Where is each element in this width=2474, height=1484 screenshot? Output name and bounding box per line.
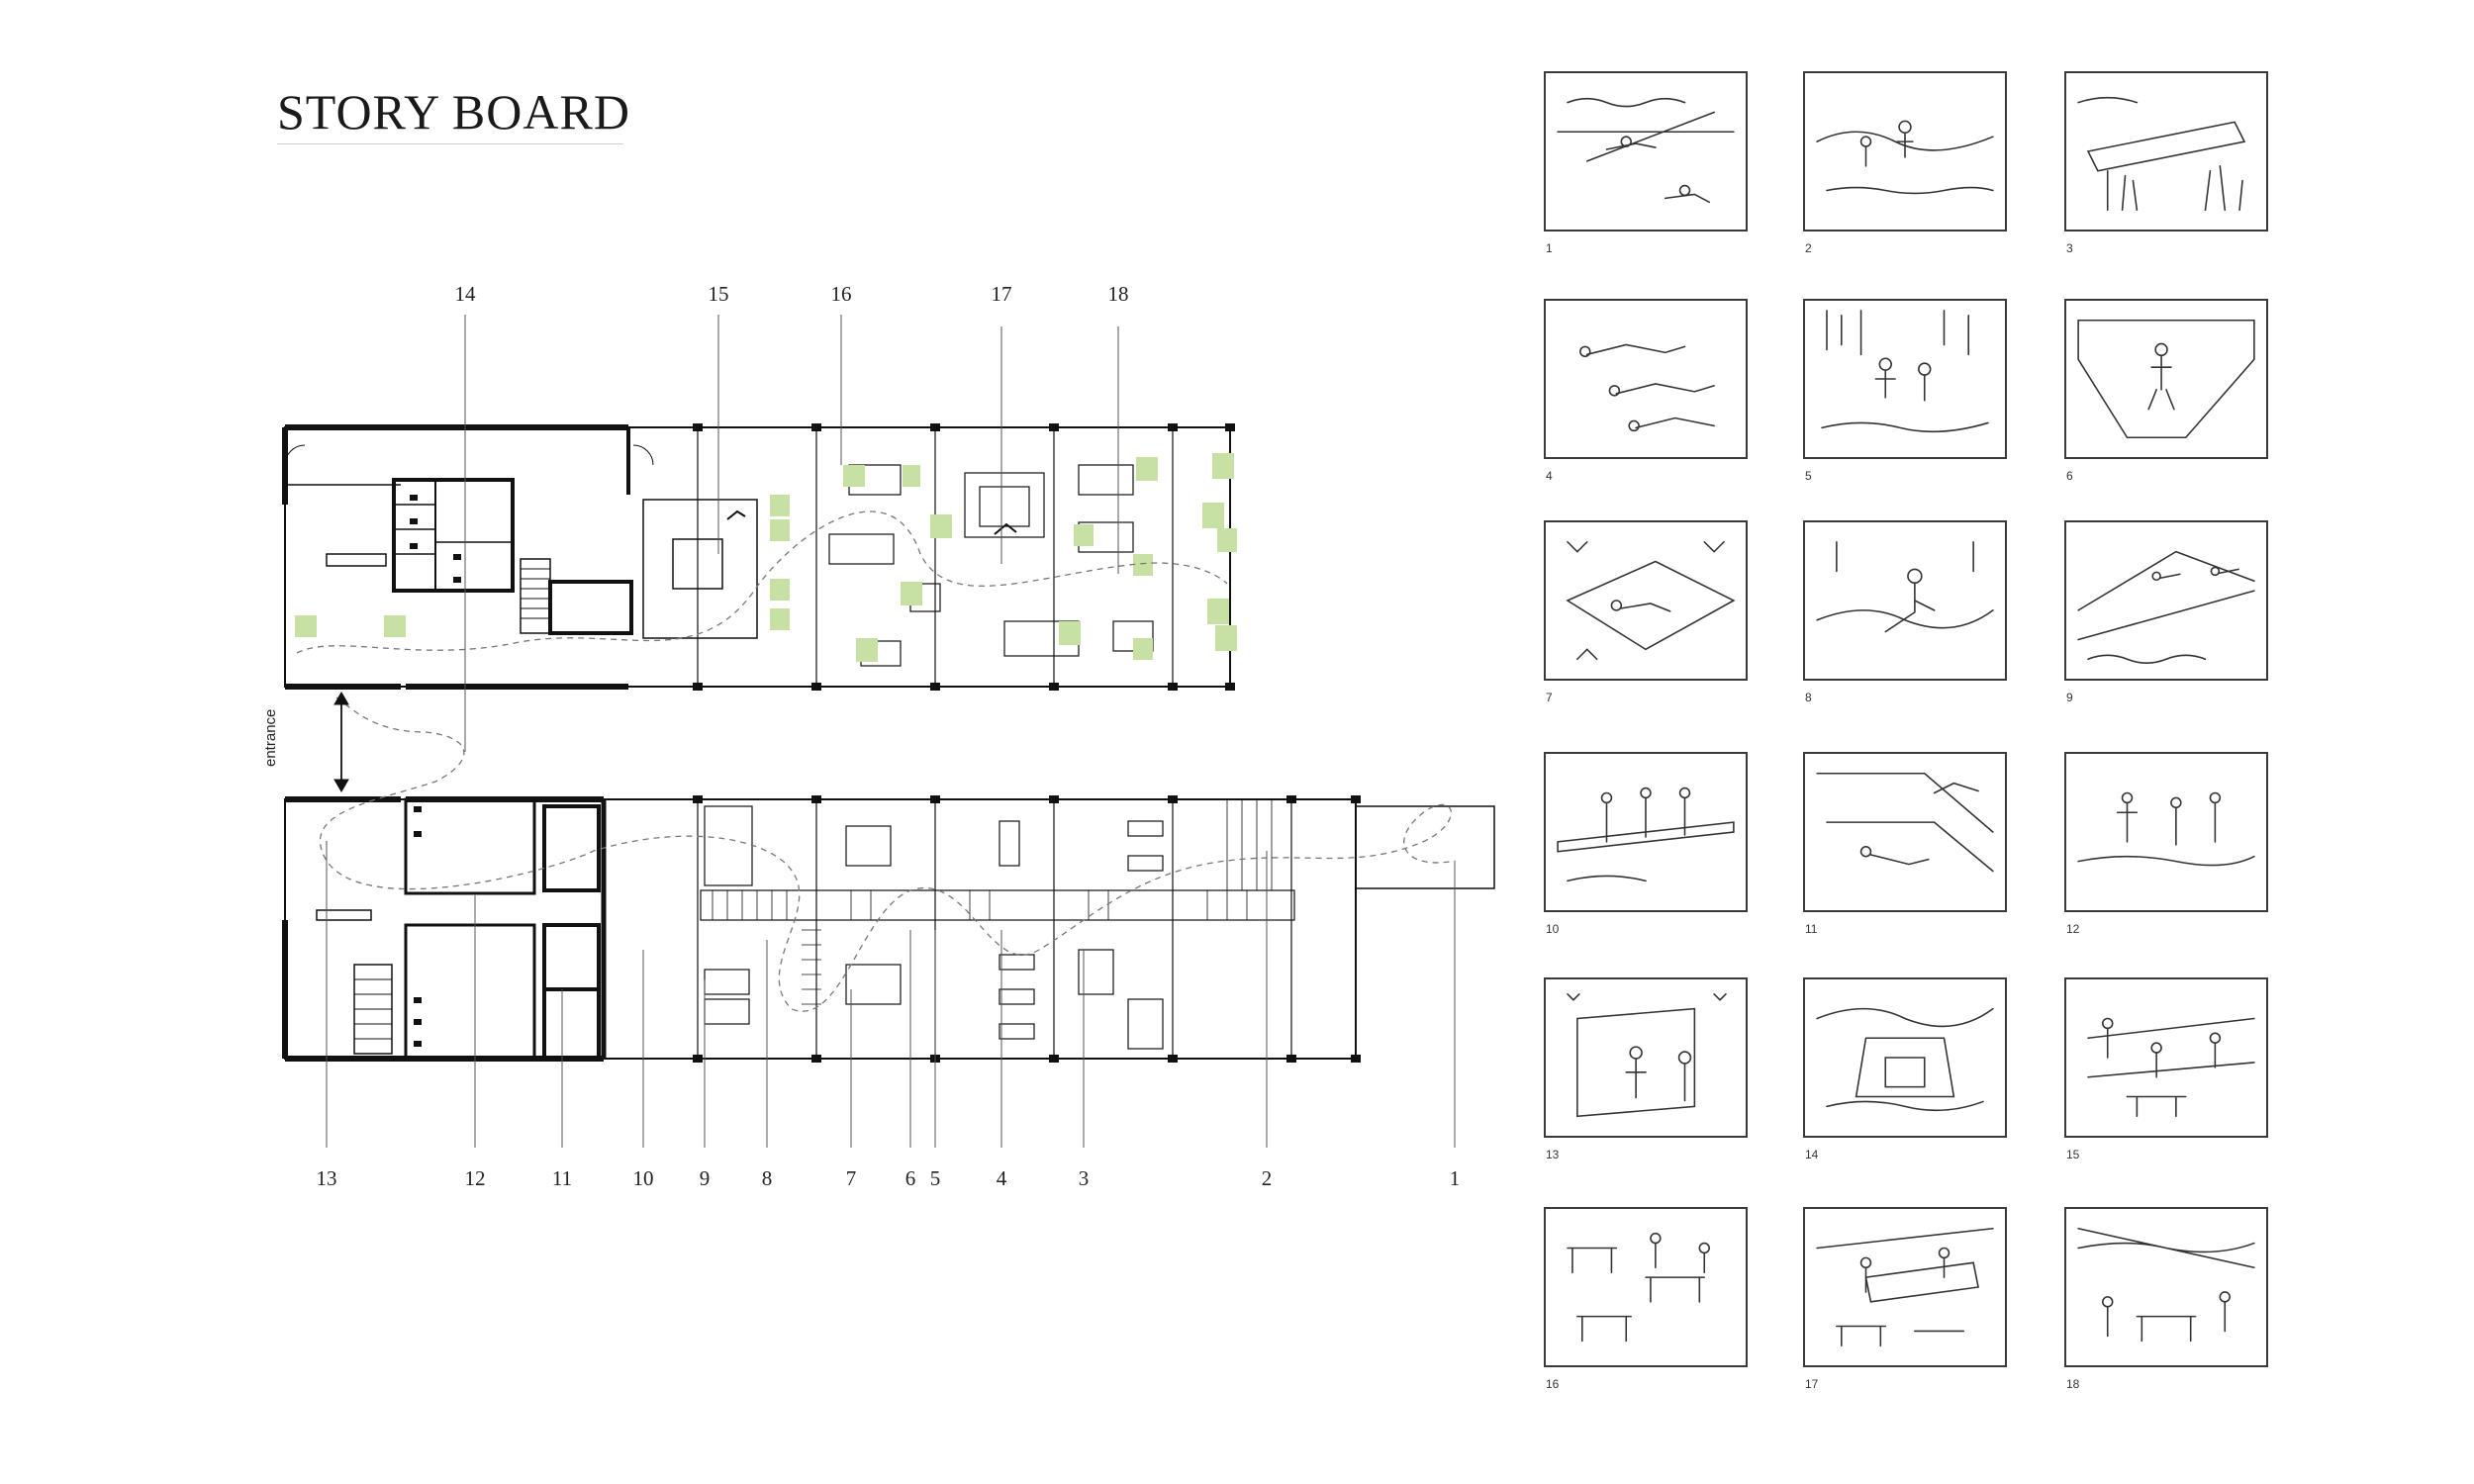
sketch-reclining-steps xyxy=(1816,772,1994,873)
storyboard-frame xyxy=(2064,752,2268,912)
sketch-bar-counter xyxy=(1816,1227,1994,1347)
frame-number: 3 xyxy=(2066,241,2073,255)
callout-number: 9 xyxy=(700,1166,711,1190)
frame-number: 9 xyxy=(2066,691,2073,704)
frame-number: 14 xyxy=(1805,1148,1819,1161)
frame-number: 6 xyxy=(2066,469,2073,483)
sketch-cafe-tables xyxy=(1567,1232,1710,1343)
callout-number: 13 xyxy=(317,1166,337,1190)
storyboard-frame xyxy=(2064,977,2268,1138)
frame-number: 18 xyxy=(2066,1377,2080,1391)
storyboard-frame xyxy=(1803,1207,2007,1367)
sketch-figures-at-wall xyxy=(1567,993,1727,1118)
storyboard-frame xyxy=(2064,71,2268,232)
storyboard-frame xyxy=(1803,752,2007,912)
sketch-dining-group xyxy=(2087,1017,2255,1118)
callout-number: 3 xyxy=(1079,1166,1090,1190)
storyboard-frame xyxy=(1544,299,1748,459)
callout-number: 17 xyxy=(992,282,1012,306)
sketch-framed-landscape xyxy=(1816,1007,1994,1112)
sketch-reeds-platform xyxy=(2077,96,2246,212)
callout-number: 4 xyxy=(997,1166,1007,1190)
frame-number: 8 xyxy=(1805,691,1812,704)
storyboard-frame xyxy=(2064,1207,2268,1367)
storyboard-frame xyxy=(1803,977,2007,1138)
frame-number: 11 xyxy=(1805,922,1818,936)
sketch-figure-on-ledge xyxy=(2077,319,2255,439)
callout-number: 14 xyxy=(455,282,477,306)
callout-number: 6 xyxy=(905,1166,916,1190)
frame-number: 17 xyxy=(1805,1377,1819,1391)
storyboard-frame xyxy=(1544,977,1748,1138)
callout-number: 2 xyxy=(1262,1166,1273,1190)
upper-wing xyxy=(282,423,1237,691)
sketch-standing-figures xyxy=(2077,791,2255,867)
floor-plan: 14 15 16 17 18 13 12 11 10 9 8 7 65 4 3 2 1 entrance xyxy=(262,282,1495,1190)
page-title: STORY BOARD xyxy=(277,84,630,139)
storyboard-frame xyxy=(2064,299,2268,459)
callout-number: 7 xyxy=(846,1166,857,1190)
sketch-lounge-seating xyxy=(2077,1227,2255,1343)
callout-number: 11 xyxy=(552,1166,572,1190)
storyboard-frame xyxy=(1803,520,2007,681)
callout-number: 10 xyxy=(633,1166,654,1190)
sketch-figure-on-raft xyxy=(1566,540,1736,661)
storyboard-frame xyxy=(1544,520,1748,681)
sketch-figures-in-rain xyxy=(1821,310,1989,433)
frame-number: 1 xyxy=(1546,241,1553,255)
callout-number: 16 xyxy=(831,282,852,306)
sketch-swimmers-pool xyxy=(1557,97,1735,204)
storyboard-frame xyxy=(1544,752,1748,912)
sketch-seated-bather xyxy=(1816,540,1994,633)
callout-number: 5 xyxy=(930,1166,941,1190)
frame-number: 5 xyxy=(1805,469,1812,483)
frame-number: 2 xyxy=(1805,241,1812,255)
frame-number: 4 xyxy=(1546,469,1553,483)
circulation-path xyxy=(296,510,1456,1012)
storyboard-frame xyxy=(2064,520,2268,681)
frame-number: 15 xyxy=(2066,1148,2080,1161)
storyboard-frame xyxy=(1544,71,1748,232)
lower-wing xyxy=(282,795,1495,1063)
callout-number: 1 xyxy=(1450,1166,1461,1190)
frame-number: 10 xyxy=(1546,922,1560,936)
title-underline xyxy=(277,143,623,144)
storyboard-frame xyxy=(1544,1207,1748,1367)
frame-number: 16 xyxy=(1546,1377,1560,1391)
frame-number: 13 xyxy=(1546,1148,1560,1161)
callout-number: 12 xyxy=(465,1166,486,1190)
callout-number: 15 xyxy=(709,282,729,306)
sketch-figures-at-table xyxy=(1557,787,1735,882)
frame-number: 12 xyxy=(2066,922,2080,936)
callout-number: 8 xyxy=(762,1166,773,1190)
upper-callouts: 14 15 16 17 18 xyxy=(455,282,1129,306)
storyboard-frame xyxy=(1803,71,2007,232)
storyboard-frame xyxy=(1803,299,2007,459)
callout-number: 18 xyxy=(1108,282,1129,306)
sketch-figures-waterside xyxy=(1816,120,1994,195)
sketch-reclining-figures xyxy=(1579,343,1715,432)
frame-number: 7 xyxy=(1546,691,1553,704)
sketch-sunbathers-stones xyxy=(2077,550,2255,664)
entrance-label: entrance xyxy=(262,709,279,767)
